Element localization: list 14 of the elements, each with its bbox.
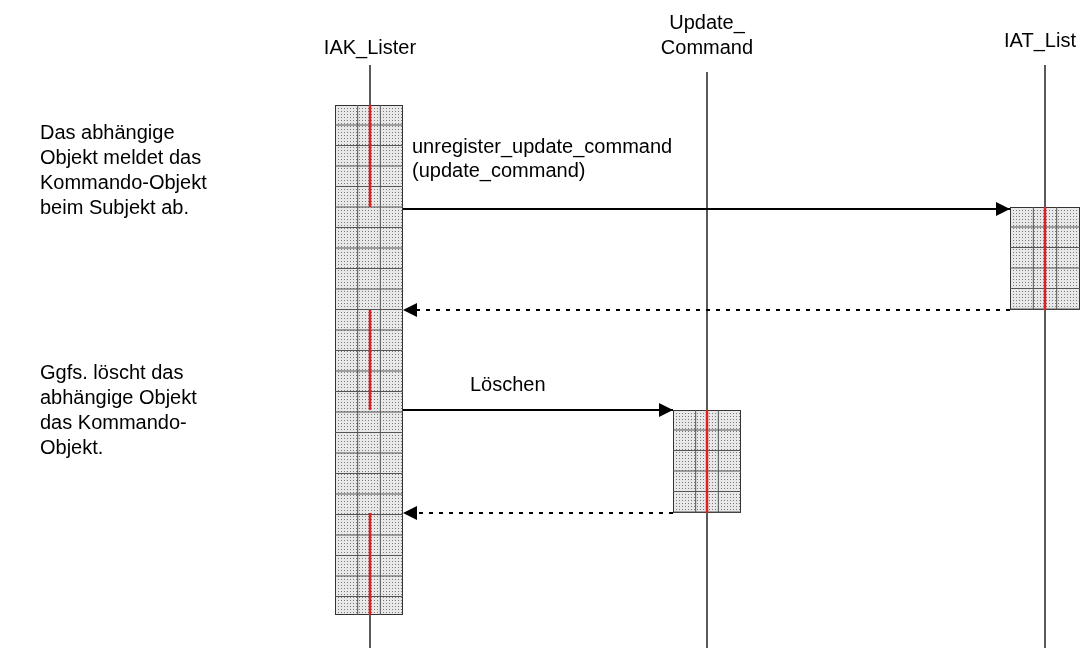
message-label: Löschen [470, 372, 546, 396]
message-label: unregister_update_command (update_command) [412, 134, 674, 182]
activation-bar [335, 105, 403, 615]
return-arrow [402, 506, 674, 520]
note-text: Ggfs. löscht das abhängige Objekt das Kommando-Objekt. [40, 360, 198, 460]
message-arrow [402, 202, 1011, 216]
participant-name: IAT_List [990, 28, 1089, 53]
note-text: Das abhängige Objekt meldet das Kommando-Objekt beim Subjekt ab. [40, 120, 208, 220]
participant-name: Update_ Command [637, 10, 777, 60]
message-arrow [402, 403, 674, 417]
activation-bar [673, 410, 741, 513]
activation-bar [1010, 207, 1080, 310]
participant-name: IAK_Lister [300, 35, 440, 60]
return-arrow [402, 303, 1011, 317]
